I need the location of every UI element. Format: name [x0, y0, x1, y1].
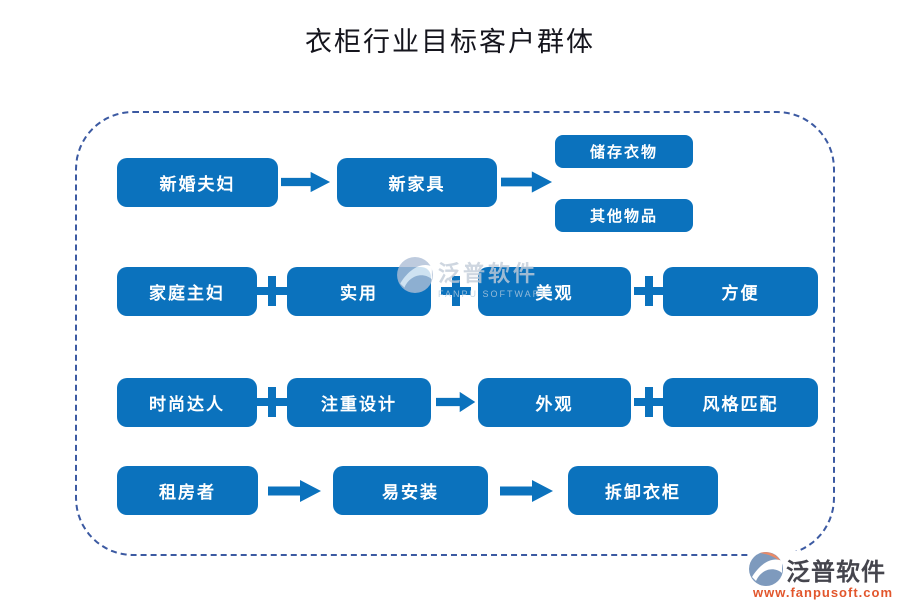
plus-icon: [257, 276, 287, 306]
plus-icon: [634, 387, 664, 417]
node-renter: 租房者: [117, 466, 258, 515]
node-style-match: 风格匹配: [663, 378, 818, 427]
diagram-frame: [75, 111, 835, 556]
plus-icon: [257, 387, 287, 417]
page-title: 衣柜行业目标客户群体: [305, 27, 595, 57]
node-convenient: 方便: [663, 267, 818, 316]
arrow-right-icon: [281, 170, 331, 194]
node-easy-install: 易安装: [333, 466, 488, 515]
arrow-right-icon: [501, 170, 553, 194]
node-housewife: 家庭主妇: [117, 267, 257, 316]
node-fashionista: 时尚达人: [117, 378, 257, 427]
node-store-clothes: 储存衣物: [555, 135, 693, 168]
fanpu-logo: 泛普软件 www.fanpusoft.com: [748, 551, 898, 600]
arrow-right-icon: [500, 479, 554, 503]
plus-icon: [634, 276, 664, 306]
node-newlyweds: 新婚夫妇: [117, 158, 278, 207]
node-practical: 实用: [287, 267, 431, 316]
logo-website: www.fanpusoft.com: [752, 585, 894, 600]
node-detachable-wardrobe: 拆卸衣柜: [568, 466, 718, 515]
arrow-right-icon: [268, 479, 322, 503]
node-design-focused: 注重设计: [287, 378, 431, 427]
node-appearance: 外观: [478, 378, 631, 427]
plus-icon: [441, 276, 471, 306]
arrow-right-icon: [436, 391, 476, 413]
node-beautiful: 美观: [478, 267, 631, 316]
fanpu-logo-icon: [749, 552, 783, 586]
node-new-furniture: 新家具: [337, 158, 497, 207]
node-other-items: 其他物品: [555, 199, 693, 232]
logo-cn-text: 泛普软件: [786, 558, 886, 586]
